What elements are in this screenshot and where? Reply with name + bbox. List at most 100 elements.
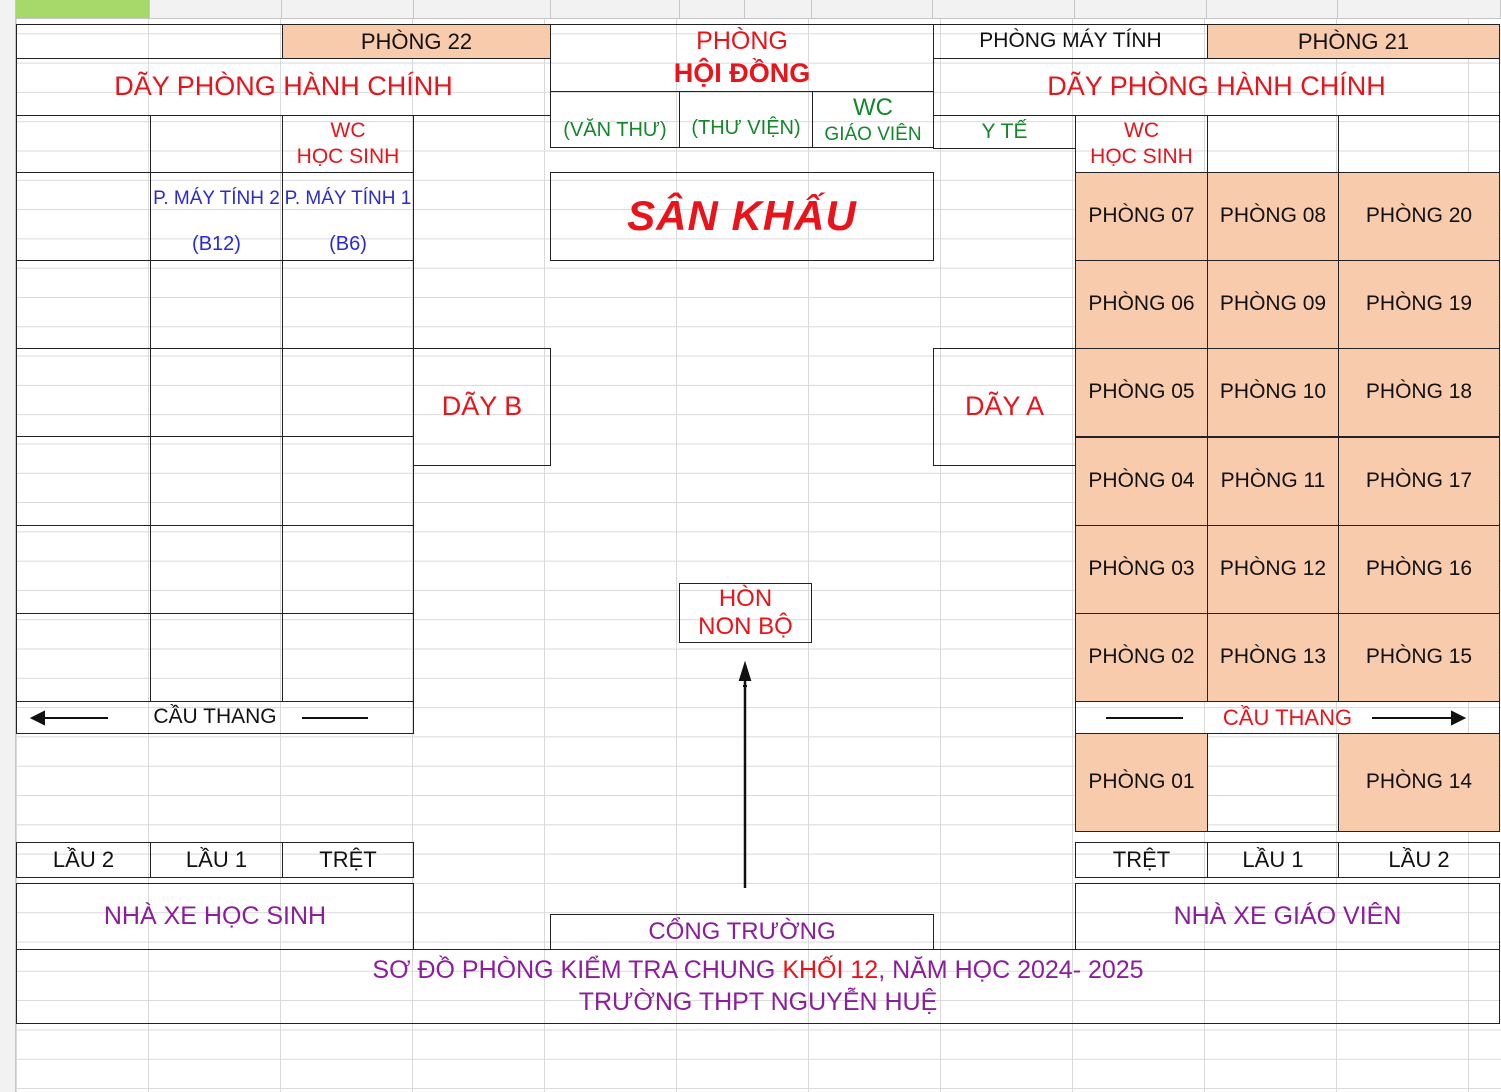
- wc-label: WC: [330, 118, 366, 142]
- room-label: PHÒNG 21: [1297, 28, 1410, 54]
- lau-2-label: LẦU 2: [1388, 847, 1450, 873]
- column-header[interactable]: [1338, 0, 1501, 18]
- title-part-grade: KHỐI 12: [782, 956, 879, 985]
- room-cell[interactable]: PHÒNG 09: [1207, 260, 1339, 349]
- lau-1-right: LẦU 1: [1207, 842, 1339, 878]
- san-khau[interactable]: SÂN KHẤU: [550, 172, 934, 261]
- blank-cell: [16, 24, 283, 59]
- room-label: PHÒNG 04: [1088, 469, 1195, 493]
- giao-vien-label: GIÁO VIÊN: [824, 123, 922, 145]
- room-label: PHÒNG 08: [1219, 204, 1327, 228]
- room-phong-01[interactable]: PHÒNG 01: [1075, 733, 1208, 832]
- nha-xe-hoc-sinh[interactable]: NHÀ XE HỌC SINH: [16, 883, 414, 950]
- floor-divider: [16, 613, 414, 614]
- room-cell[interactable]: PHÒNG 03: [1075, 525, 1208, 614]
- room-label: PHÒNG 18: [1365, 380, 1473, 404]
- cau-thang-left[interactable]: CẦU THANG: [16, 701, 414, 734]
- day-hanh-chinh-label: DÃY PHÒNG HÀNH CHÍNH: [1047, 71, 1386, 102]
- may-tinh-2-label: P. MÁY TÍNH 2: [153, 188, 280, 209]
- room-phong-14[interactable]: PHÒNG 14: [1338, 733, 1500, 832]
- day-hanh-chinh-right[interactable]: DÃY PHÒNG HÀNH CHÍNH: [933, 58, 1500, 116]
- nha-xe-gv-label: NHÀ XE GIÁO VIÊN: [1173, 901, 1402, 930]
- room-label: PHÒNG 22: [360, 28, 473, 54]
- tret-right: TRỆT: [1075, 842, 1208, 878]
- room-cell[interactable]: PHÒNG 16: [1338, 525, 1500, 614]
- room-cell[interactable]: PHÒNG 20: [1338, 172, 1500, 261]
- cong-truong[interactable]: CỔNG TRƯỜNG: [550, 914, 934, 950]
- hoc-sinh-label: HỌC SINH: [296, 145, 400, 168]
- room-cell[interactable]: PHÒNG 06: [1075, 260, 1208, 349]
- room-phong-22[interactable]: PHÒNG 22: [282, 24, 551, 59]
- lau-1-label: LẦU 1: [1242, 847, 1304, 873]
- room-label: PHÒNG 05: [1088, 380, 1195, 404]
- cau-thang-label: CẦU THANG: [1222, 704, 1353, 730]
- column-header[interactable]: [1075, 0, 1207, 18]
- room-cell[interactable]: PHÒNG 13: [1207, 613, 1339, 702]
- y-te[interactable]: Y TẾ: [933, 115, 1076, 149]
- room-label: PHÒNG 20: [1365, 204, 1473, 228]
- tret-left: TRỆT: [282, 842, 414, 878]
- column-header[interactable]: [551, 0, 680, 18]
- room-cell[interactable]: PHÒNG 11: [1207, 437, 1339, 526]
- thu-vien-label: (THƯ VIỆN): [691, 117, 801, 139]
- room-label: PHÒNG 02: [1088, 645, 1195, 669]
- wc-hoc-sinh-left[interactable]: WC HỌC SINH: [282, 115, 414, 173]
- wc-hoc-sinh-right[interactable]: WC HỌC SINH: [1075, 115, 1208, 173]
- may-tinh-1-code: (B6): [329, 233, 367, 255]
- column-header[interactable]: [1207, 0, 1338, 18]
- day-a[interactable]: DÃY A: [933, 348, 1076, 466]
- column-header[interactable]: [150, 0, 282, 18]
- hon-non-bo[interactable]: HÒN NON BỘ: [679, 583, 812, 643]
- room-cell[interactable]: PHÒNG 07: [1075, 172, 1208, 261]
- room-label: PHÒNG 11: [1220, 469, 1326, 493]
- room-cell[interactable]: PHÒNG 04: [1075, 437, 1208, 526]
- cau-thang-right[interactable]: CẦU THANG: [1075, 701, 1500, 734]
- day-hanh-chinh-label: DÃY PHÒNG HÀNH CHÍNH: [114, 71, 453, 102]
- room-cell[interactable]: PHÒNG 18: [1338, 348, 1500, 437]
- column-header[interactable]: [745, 0, 812, 18]
- room-cell[interactable]: PHÒNG 08: [1207, 172, 1339, 261]
- row-header-bar[interactable]: [0, 0, 16, 1092]
- room-phong-21[interactable]: PHÒNG 21: [1207, 24, 1500, 59]
- room-label: PHÒNG 17: [1365, 469, 1473, 493]
- hoc-sinh-label: HỌC SINH: [1090, 145, 1193, 168]
- room-cell[interactable]: PHÒNG 15: [1338, 613, 1500, 702]
- hoi-dong-label-2: HỘI ĐỒNG: [673, 57, 811, 88]
- phong-hoi-dong[interactable]: PHÒNG HỘI ĐỒNG: [550, 24, 934, 92]
- phong-may-tinh[interactable]: PHÒNG MÁY TÍNH: [933, 24, 1208, 59]
- day-hanh-chinh-left[interactable]: DÃY PHÒNG HÀNH CHÍNH: [16, 58, 551, 116]
- nha-xe-giao-vien[interactable]: NHÀ XE GIÁO VIÊN: [1075, 883, 1500, 950]
- room-label: PHÒNG 06: [1088, 292, 1195, 316]
- floor-divider: [16, 260, 414, 349]
- title-line-2: TRƯỜNG THPT NGUYỄN HUỆ: [578, 987, 938, 1016]
- wc-giao-vien[interactable]: WC GIÁO VIÊN: [812, 91, 934, 148]
- lau-1-left: LẦU 1: [150, 842, 283, 878]
- column-header[interactable]: [680, 0, 745, 18]
- room-cell[interactable]: PHÒNG 10: [1207, 348, 1339, 437]
- room-label: PHÒNG 16: [1365, 557, 1473, 581]
- room-cell[interactable]: PHÒNG 19: [1338, 260, 1500, 349]
- van-thu[interactable]: (VĂN THƯ): [550, 91, 680, 148]
- thu-vien[interactable]: (THƯ VIỆN): [679, 91, 813, 148]
- column-header[interactable]: [933, 0, 1075, 18]
- room-label: PHÒNG 15: [1365, 645, 1473, 669]
- title-part: , NĂM HỌC 2024- 2025: [878, 956, 1144, 985]
- column-header[interactable]: [414, 0, 551, 18]
- column-header[interactable]: [282, 0, 414, 18]
- room-cell[interactable]: PHÒNG 12: [1207, 525, 1339, 614]
- lau-2-label: LẦU 2: [52, 847, 115, 873]
- room-cell[interactable]: PHÒNG 05: [1075, 348, 1208, 437]
- room-label: PHÒNG 01: [1088, 770, 1195, 794]
- column-header[interactable]: [812, 0, 933, 18]
- hoi-dong-label-1: PHÒNG: [696, 26, 788, 55]
- cong-truong-label: CỔNG TRƯỜNG: [648, 918, 836, 945]
- blank-cell: [1338, 115, 1500, 173]
- may-tinh-2-code: (B12): [192, 233, 241, 255]
- room-cell[interactable]: PHÒNG 17: [1338, 437, 1500, 526]
- column-header-a[interactable]: [16, 0, 150, 18]
- room-cell[interactable]: PHÒNG 02: [1075, 613, 1208, 702]
- floor-divider: [16, 436, 414, 526]
- day-b[interactable]: DÃY B: [413, 348, 551, 466]
- room-label: PHÒNG 19: [1365, 292, 1473, 316]
- column-header-bar[interactable]: [0, 0, 1501, 19]
